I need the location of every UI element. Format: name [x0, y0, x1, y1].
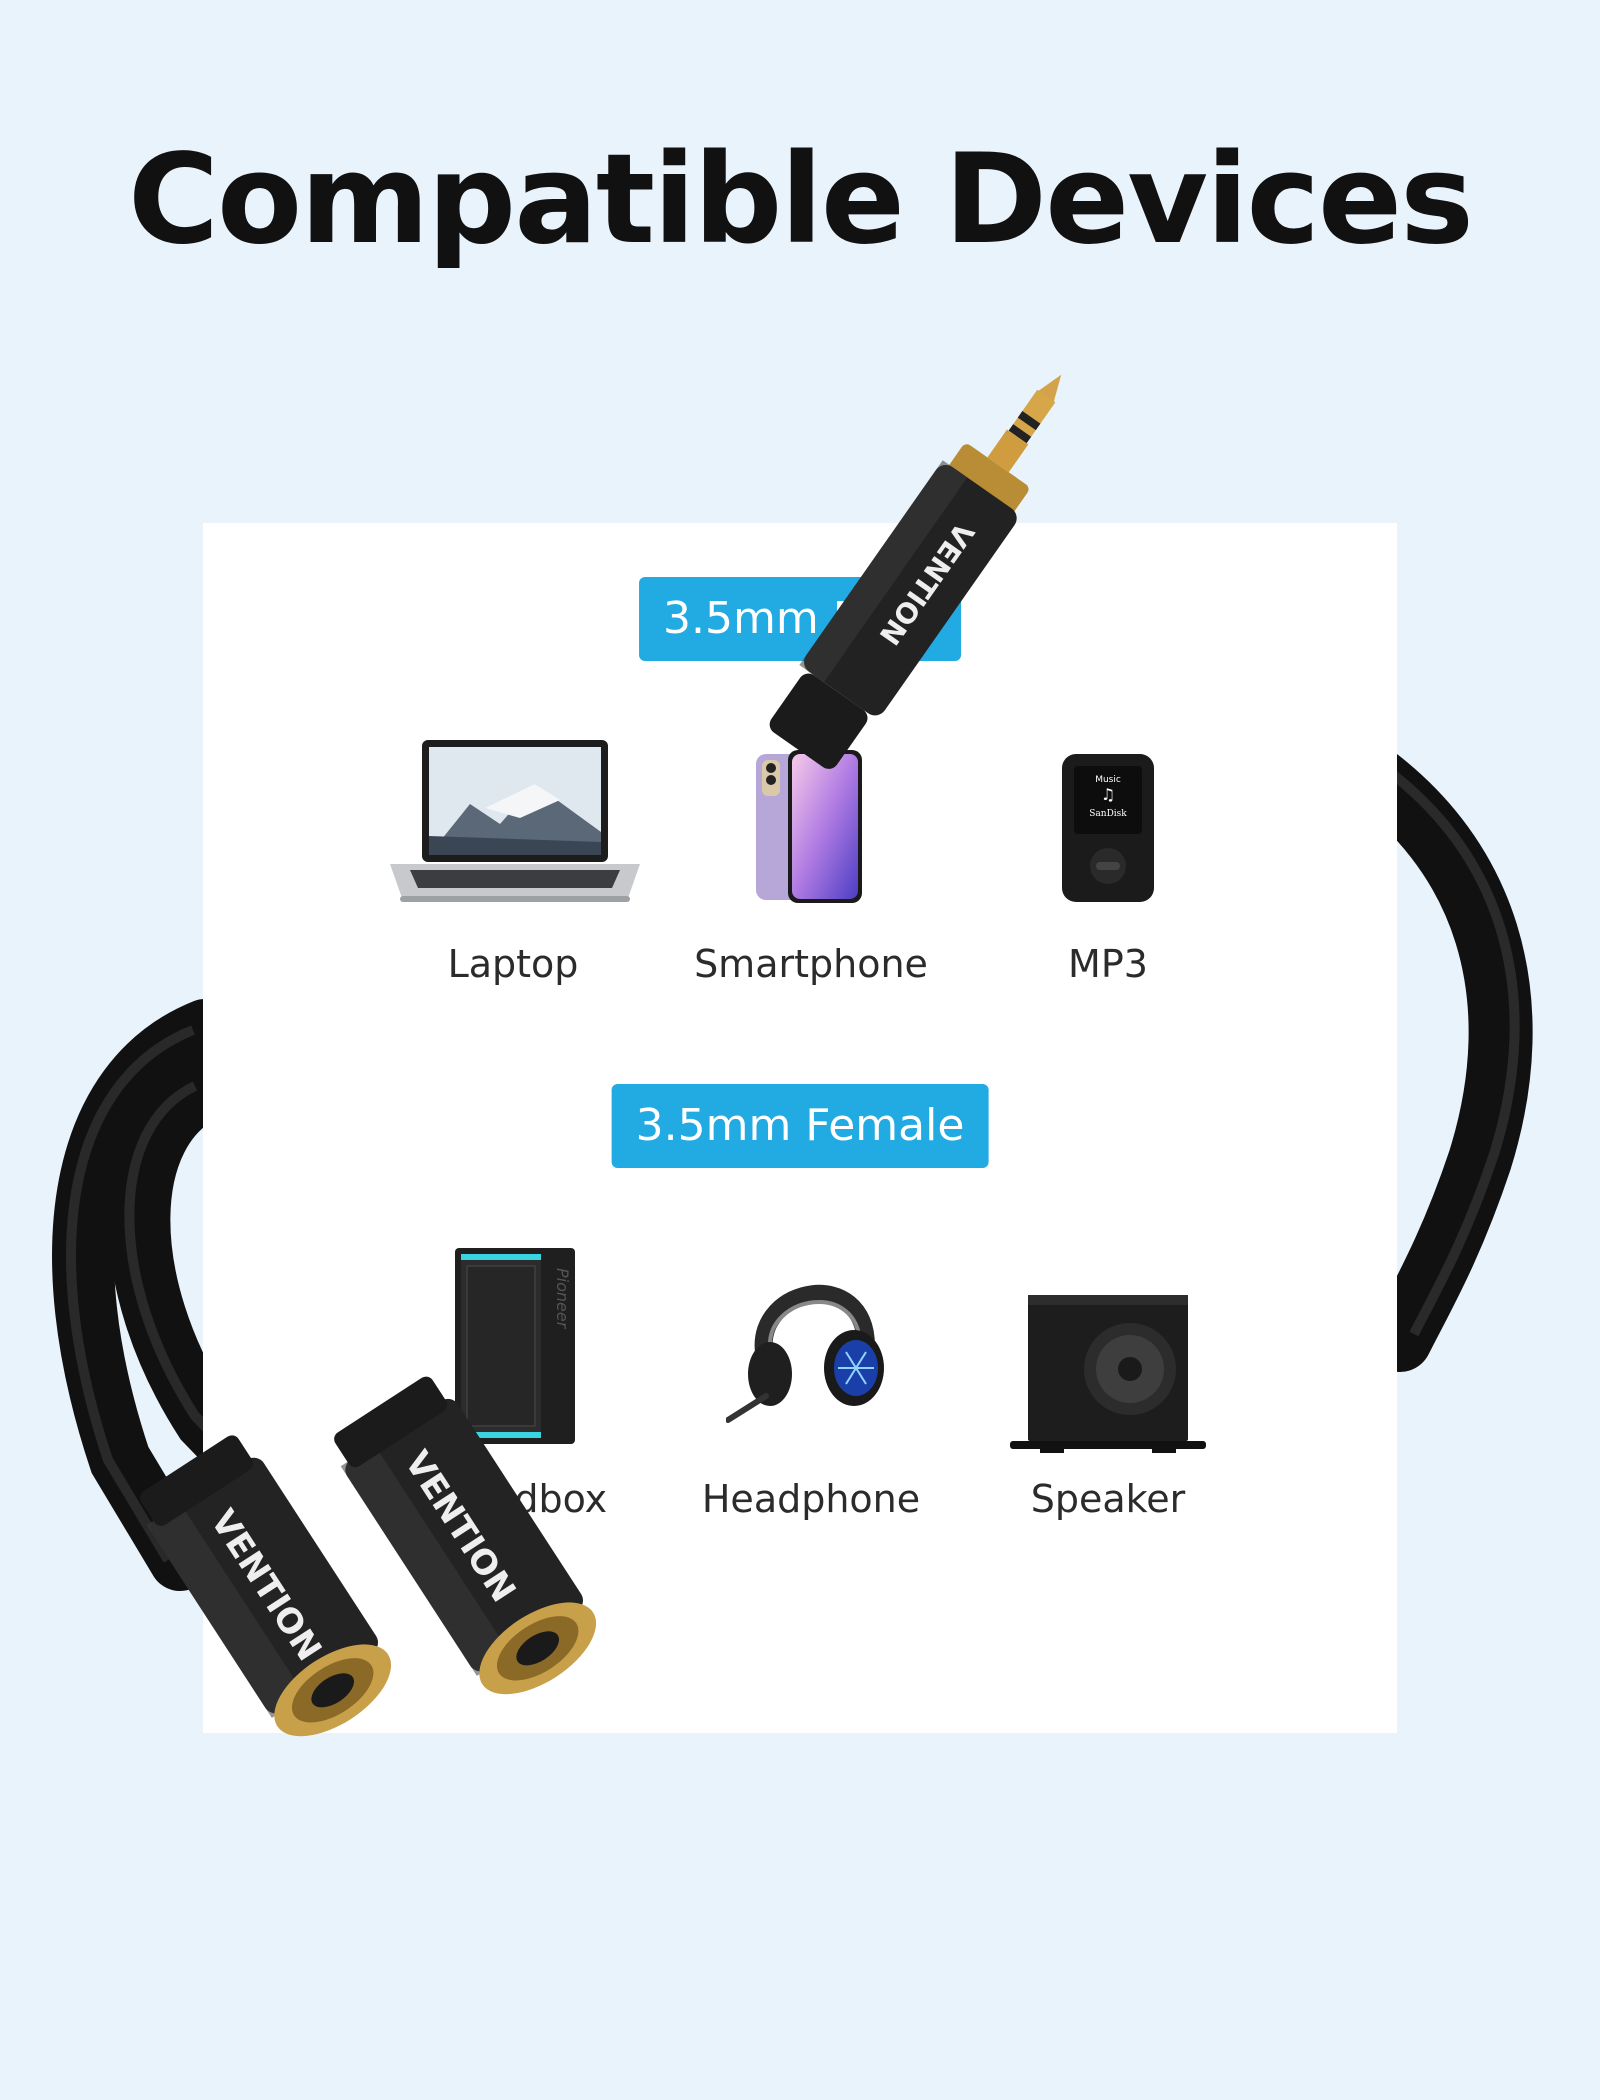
speaker-icon — [1010, 1295, 1206, 1453]
laptop-icon — [390, 740, 640, 902]
mp3-player-icon: Music ♫ SanDisk — [1062, 754, 1154, 902]
headphone-icon — [726, 1284, 884, 1423]
device-label-mp3: MP3 — [1068, 942, 1148, 986]
device-label-speaker: Speaker — [1030, 1477, 1186, 1521]
svg-text:♫: ♫ — [1101, 785, 1115, 804]
device-label-smartphone: Smartphone — [694, 942, 928, 986]
device-label-headphone: Headphone — [701, 1477, 921, 1521]
mp3-screen-line1: Music — [1095, 775, 1121, 785]
female-connector-badge: 3.5mm Female — [611, 1084, 989, 1168]
soundbox-brand: Pioneer — [553, 1268, 572, 1330]
smartphone-icon — [756, 750, 862, 903]
mp3-screen-line2: SanDisk — [1089, 809, 1127, 819]
page-title: Compatible Devices — [128, 128, 1474, 272]
soundbox-icon: Pioneer — [455, 1248, 575, 1444]
device-label-laptop: Laptop — [447, 942, 579, 986]
